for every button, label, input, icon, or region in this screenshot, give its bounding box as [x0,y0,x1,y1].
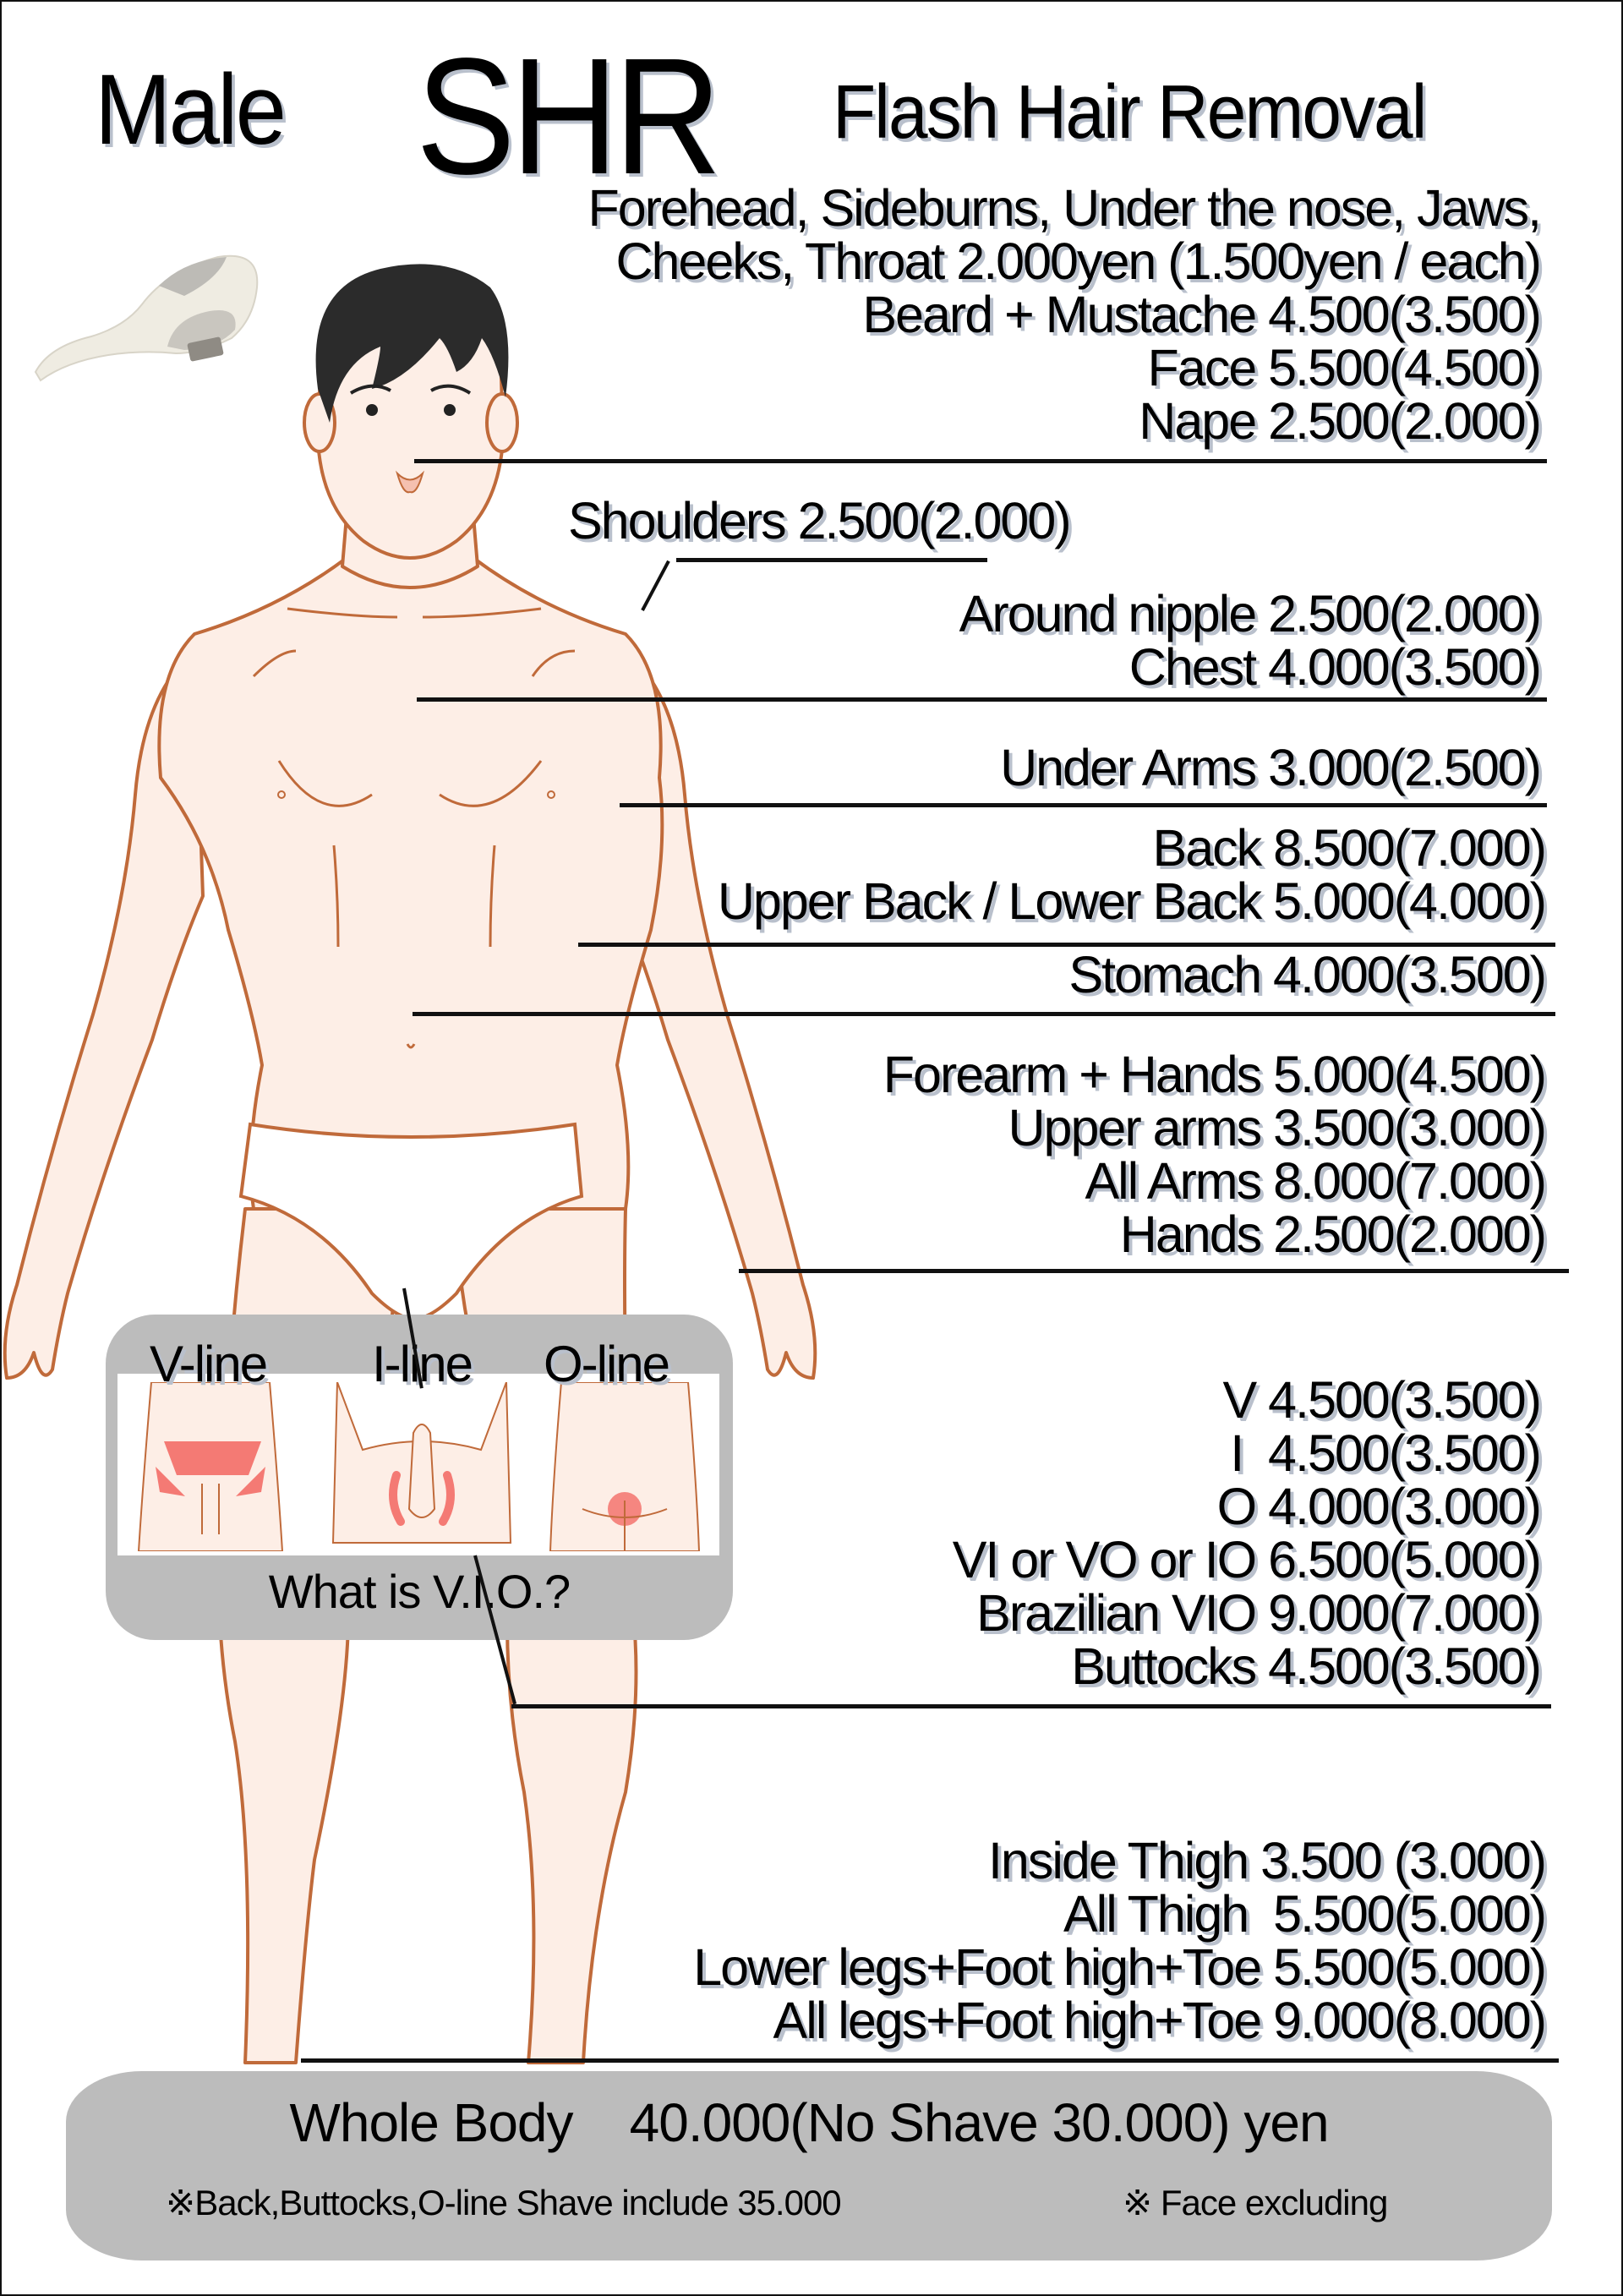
price-line: Face 5.500(4.500) [1147,339,1542,396]
price-line: Shoulders 2.500(2.000) [568,492,1072,549]
vio-illustrations [117,1374,719,1555]
price-line: Cheeks, Throat 2.000yen (1.500yen / each… [615,232,1542,290]
whole-body-price: Whole Body 40.000(No Shave 30.000) yen [289,2092,1329,2153]
price-section-face: Forehead, Sideburns, Under the nose, Jaw… [587,179,1542,450]
title-flash-hair-removal: Flash Hair Removal [833,70,1427,155]
leader-line-legs [301,2058,1559,2063]
price-section-legs: Inside Thigh 3.500 (3.000) All Thigh 5.5… [693,1832,1547,2049]
price-section-underarms: Under Arms 3.000(2.500) [1000,739,1542,796]
price-line: O 4.000(3.000) [1216,1478,1542,1535]
vio-explainer-box: V-line I-line O-line What is V.I.O.? [106,1315,733,1640]
whole-body-note-shave: ※Back,Buttocks,O-line Shave include 35.0… [166,2183,842,2222]
v-line-illustration [137,1382,284,1551]
price-line: Brazilian VIO 9.000(7.000) [976,1584,1542,1642]
leader-line-arms [739,1269,1569,1273]
price-line: Beard + Mustache 4.500(3.500) [862,286,1542,343]
v-line-label: V-line [150,1336,268,1392]
price-line: All Thigh 5.500(5.000) [1063,1885,1547,1943]
price-line: Around nipple 2.500(2.000) [959,585,1542,642]
whole-body-note-face: ※ Face excluding [1123,2183,1388,2222]
vio-question: What is V.I.O.? [268,1565,571,1618]
i-line-label: I-line [372,1336,473,1392]
leader-line-stomach [413,1012,1555,1016]
leader-line-chest [417,697,1547,702]
price-line: VI or VO or IO 6.500(5.000) [952,1531,1542,1588]
price-line: Stomach 4.000(3.500) [1068,946,1547,1003]
leader-line-shoulders [676,558,987,562]
price-line: Buttocks 4.500(3.500) [1071,1637,1542,1695]
o-line-label: O-line [544,1336,670,1392]
shr-handpiece-icon [34,254,259,382]
price-line: All legs+Foot high+Toe 9.000(8.000) [773,1992,1547,2049]
leader-line-underarms [620,803,1547,807]
price-section-back: Back 8.500(7.000) Upper Back / Lower Bac… [717,819,1547,930]
whole-body-banner: Whole Body 40.000(No Shave 30.000) yen ※… [66,2071,1552,2260]
price-line: Hands 2.500(2.000) [1119,1205,1547,1263]
price-line: I 4.500(3.500) [1230,1424,1542,1482]
price-line: Chest 4.000(3.500) [1128,638,1542,696]
leader-line-vio [511,1704,1551,1708]
price-line: Inside Thigh 3.500 (3.000) [987,1832,1547,1889]
price-line: Under Arms 3.000(2.500) [1000,739,1542,796]
price-section-arms: Forearm + Hands 5.000(4.500) Upper arms … [883,1046,1547,1263]
price-line: Forearm + Hands 5.000(4.500) [883,1046,1547,1103]
price-line: All Arms 8.000(7.000) [1085,1152,1547,1210]
title-male: Male [95,54,287,166]
price-line: Forehead, Sideburns, Under the nose, Jaw… [587,179,1542,237]
price-line: Lower legs+Foot high+Toe 5.500(5.000) [693,1938,1547,1996]
leader-line-face [414,459,1547,463]
price-line: Upper arms 3.500(3.000) [1008,1099,1547,1156]
price-section-vio: V 4.500(3.500) I 4.500(3.500) O 4.000(3.… [952,1371,1542,1695]
leader-line-back [578,943,1555,947]
price-line: Back 8.500(7.000) [1152,819,1547,877]
o-line-illustration [549,1382,701,1551]
price-section-chest: Around nipple 2.500(2.000) Chest 4.000(3… [959,585,1542,696]
i-line-illustration [331,1382,512,1544]
price-section-stomach: Stomach 4.000(3.500) [1068,946,1547,1003]
price-line: V 4.500(3.500) [1222,1371,1542,1429]
price-section-shoulders: Shoulders 2.500(2.000) [568,492,1072,549]
price-line: Nape 2.500(2.000) [1139,392,1542,450]
title-shr: SHR [416,24,722,209]
price-line: Upper Back / Lower Back 5.000(4.000) [717,872,1547,930]
